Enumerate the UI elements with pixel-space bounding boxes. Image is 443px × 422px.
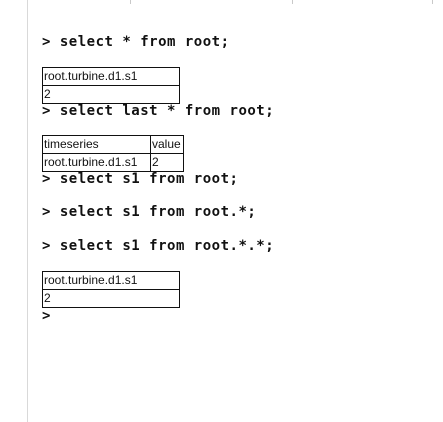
top-scroll-tick	[130, 0, 131, 4]
table-cell: 2	[150, 153, 184, 172]
table-cell: root.turbine.d1.s1	[42, 67, 180, 86]
top-scroll-tick	[292, 0, 293, 4]
command-line-select-s1-root[interactable]: > select s1 from root;	[42, 170, 238, 188]
table-cell: root.turbine.d1.s1	[42, 153, 151, 172]
table-cell: 2	[42, 85, 180, 104]
table-row: root.turbine.d1.s1 2	[42, 153, 184, 172]
command-text: select last * from root;	[59, 103, 275, 119]
top-scroll-tick	[432, 0, 433, 4]
command-text: select s1 from root;	[59, 171, 239, 187]
command-line-select-all[interactable]: > select * from root;	[42, 33, 230, 51]
result-table-select-all: root.turbine.d1.s1 2	[42, 67, 180, 104]
prompt-symbol: >	[42, 34, 51, 50]
command-line-select-s1-root-star[interactable]: > select s1 from root.*;	[42, 203, 256, 221]
command-prompt-input[interactable]: >	[42, 307, 51, 325]
table-row: 2	[42, 289, 180, 308]
table-row: root.turbine.d1.s1	[42, 271, 180, 290]
prompt-symbol: >	[42, 103, 51, 119]
prompt-symbol: >	[42, 204, 51, 220]
table-row: root.turbine.d1.s1	[42, 67, 180, 86]
command-text: select s1 from root.*.*;	[59, 238, 275, 254]
command-line-select-s1-root-star-star[interactable]: > select s1 from root.*.*;	[42, 237, 274, 255]
command-text: select * from root;	[59, 34, 230, 50]
table-cell: root.turbine.d1.s1	[42, 271, 180, 290]
table-cell: 2	[42, 289, 180, 308]
result-table-select-s1-wildcard: root.turbine.d1.s1 2	[42, 271, 180, 308]
column-header-value: value	[150, 135, 184, 154]
prompt-symbol: >	[42, 171, 51, 187]
command-line-select-last[interactable]: > select last * from root;	[42, 102, 274, 120]
prompt-symbol: >	[42, 308, 51, 324]
column-header-timeseries: timeseries	[42, 135, 151, 154]
prompt-symbol: >	[42, 238, 51, 254]
table-header-row: timeseries value	[42, 135, 184, 154]
command-text: select s1 from root.*;	[59, 204, 257, 220]
left-gutter-divider	[27, 0, 28, 422]
table-row: 2	[42, 85, 180, 104]
result-table-select-last: timeseries value root.turbine.d1.s1 2	[42, 135, 184, 172]
